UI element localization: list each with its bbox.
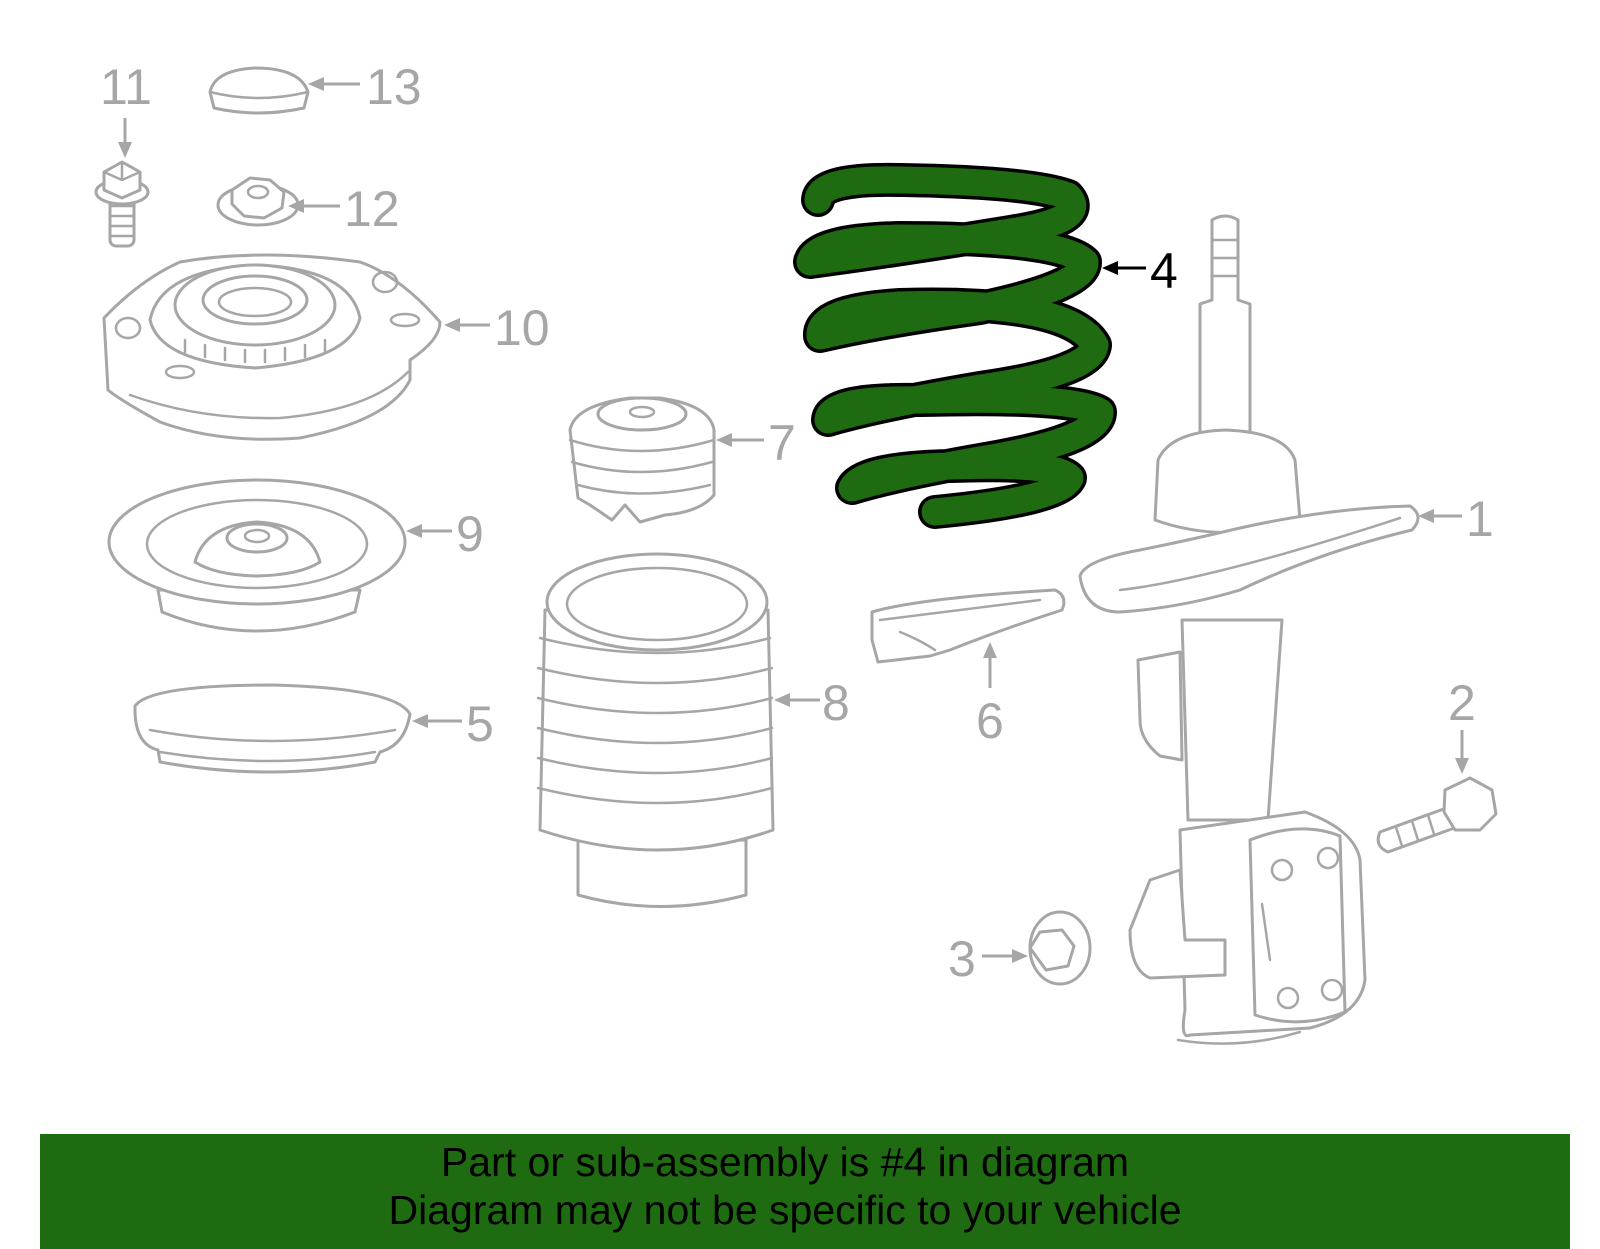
callout-1: 1: [1418, 491, 1494, 547]
part-8-dust-boot[interactable]: [536, 552, 775, 908]
svg-text:3: 3: [948, 931, 976, 987]
coil-fill: [796, 166, 1114, 526]
svg-text:4: 4: [1150, 243, 1178, 299]
part-3-nut[interactable]: [1028, 910, 1092, 986]
callout-6: 6: [976, 642, 1004, 749]
callout-7: 7: [716, 415, 796, 471]
callout-11: 11: [100, 59, 152, 158]
callout-4: 4: [1102, 243, 1178, 299]
svg-text:5: 5: [466, 696, 494, 752]
svg-text:11: 11: [100, 59, 152, 115]
part-9-upper-seat[interactable]: [107, 478, 407, 633]
svg-text:7: 7: [768, 415, 796, 471]
part-1-strut-assembly[interactable]: [1078, 214, 1420, 1045]
callout-3: 3: [948, 931, 1028, 987]
svg-text:9: 9: [456, 506, 484, 562]
part-4-coil-spring[interactable]: [793, 162, 1117, 529]
callout-9: 9: [406, 506, 484, 562]
callout-10: 10: [444, 300, 550, 356]
svg-text:6: 6: [976, 693, 1004, 749]
part-10-strut-mount[interactable]: [102, 253, 442, 441]
svg-text:12: 12: [344, 181, 400, 237]
callout-2: 2: [1448, 675, 1476, 774]
callout-12: 12: [288, 181, 400, 237]
info-banner: Part or sub-assembly is #4 in diagram Di…: [40, 1134, 1570, 1249]
part-2-bolt[interactable]: [1376, 776, 1498, 854]
part-13-cap[interactable]: [208, 66, 310, 115]
svg-text:13: 13: [366, 59, 422, 115]
callout-8: 8: [774, 675, 850, 731]
svg-text:8: 8: [822, 675, 850, 731]
svg-text:2: 2: [1448, 675, 1476, 731]
part-7-bump-stop[interactable]: [568, 396, 716, 524]
part-6-lower-insulator[interactable]: [870, 588, 1066, 664]
svg-text:10: 10: [494, 300, 550, 356]
part-11-bolt[interactable]: [94, 160, 150, 248]
part-12-nut[interactable]: [216, 176, 300, 227]
callout-5: 5: [412, 696, 494, 752]
banner-line-2: Diagram may not be specific to your vehi…: [388, 1187, 1182, 1233]
part-5-isolator[interactable]: [133, 683, 412, 774]
banner-line-1: Part or sub-assembly is #4 in diagram: [440, 1139, 1130, 1185]
svg-text:1: 1: [1466, 491, 1494, 547]
callout-13: 13: [308, 59, 422, 115]
